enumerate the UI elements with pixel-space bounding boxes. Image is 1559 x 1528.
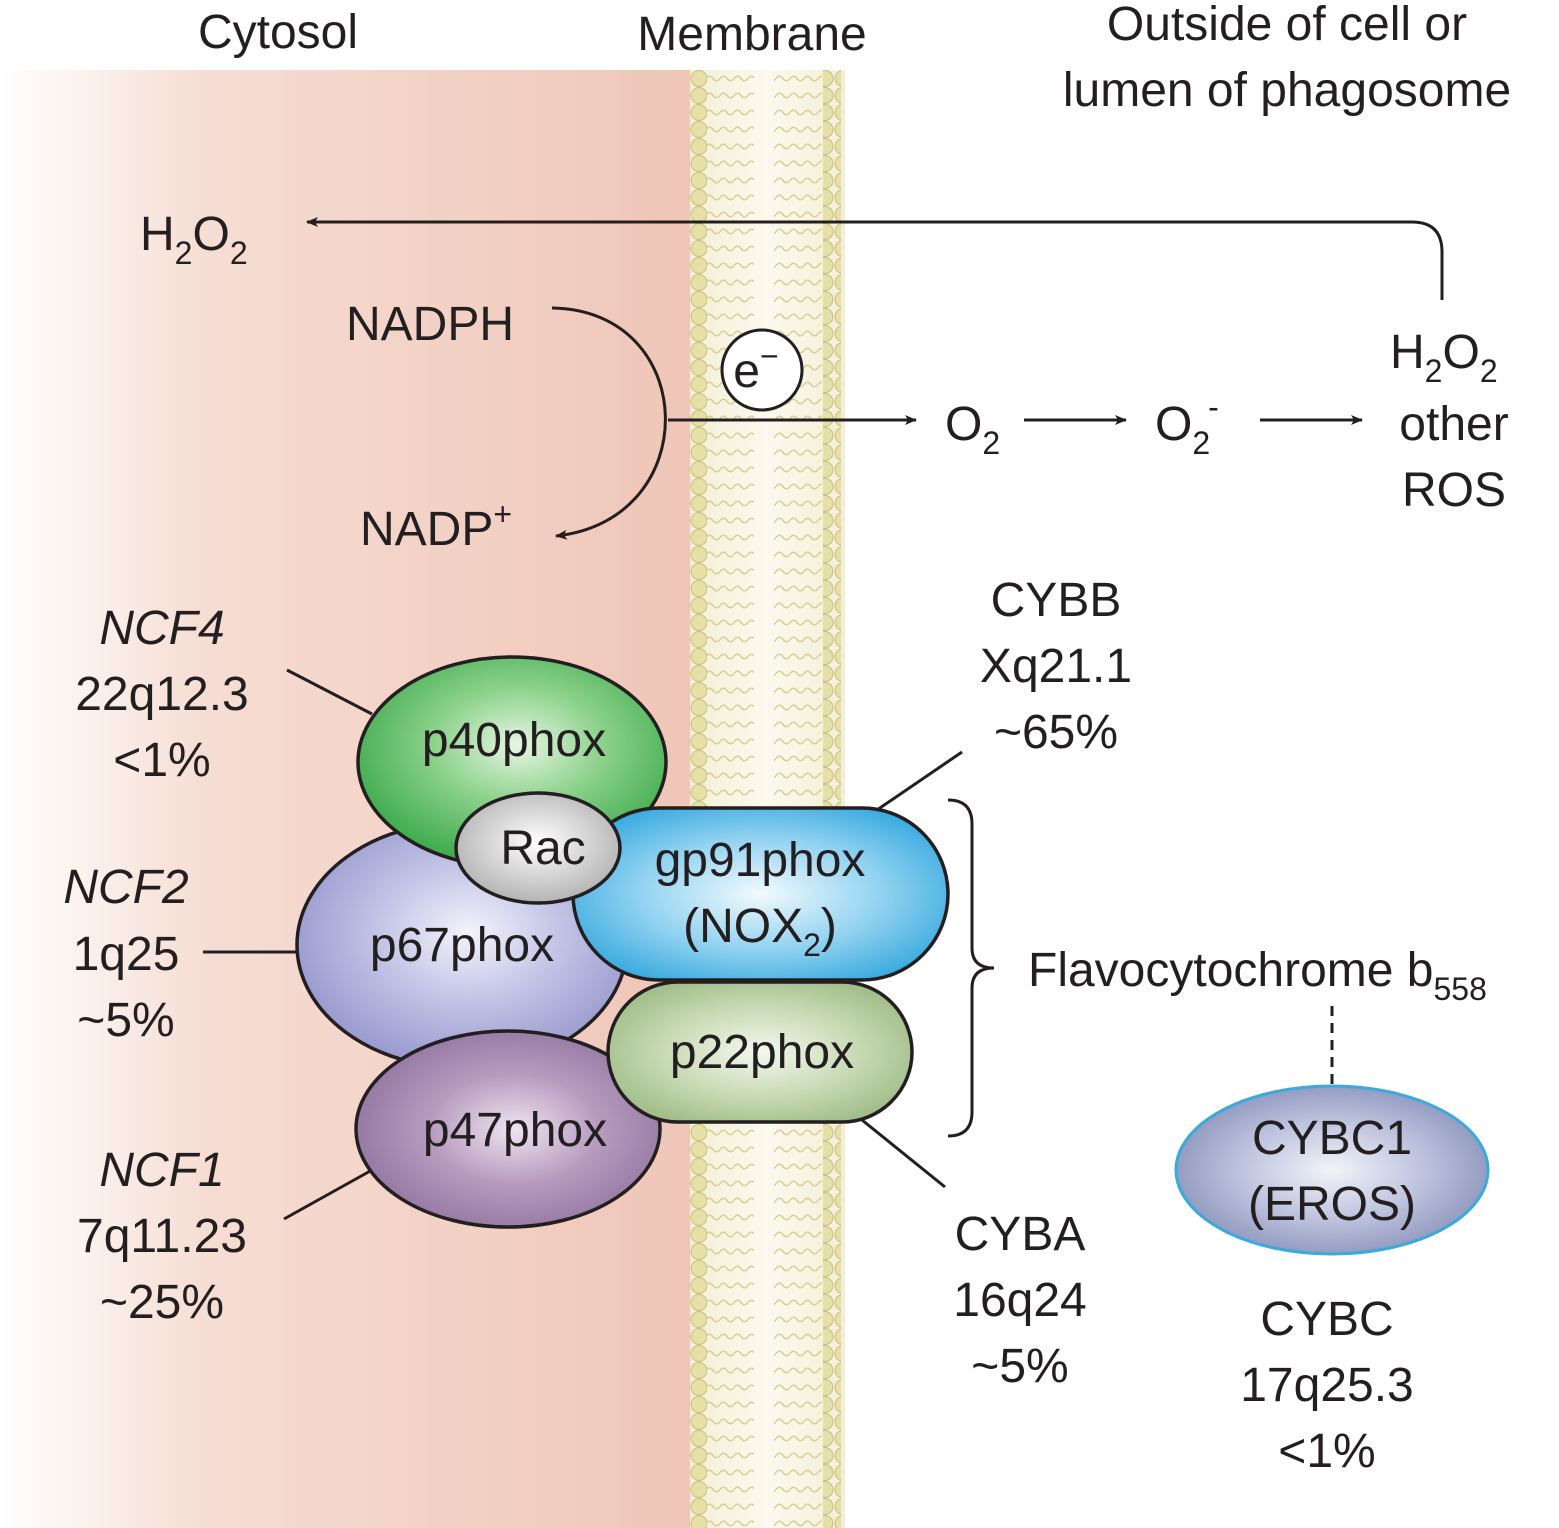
o2-sub: 2	[982, 425, 1000, 461]
ncf1-gene-name: NCF1	[99, 1144, 224, 1197]
rac-shape	[454, 791, 622, 905]
cybb-leader-line	[873, 750, 963, 814]
h2o2-out-o: O	[1442, 326, 1479, 379]
h2o2-h: H	[140, 208, 175, 261]
p22phox-label: p22phox	[670, 1026, 854, 1079]
ncf1-locus: 7q11.23	[77, 1210, 247, 1263]
membrane-label: Membrane	[637, 8, 866, 61]
ros-label: ROS	[1402, 464, 1506, 517]
h2o2-sub2: 2	[230, 235, 248, 271]
cybc1-label-line1: CYBC1	[1252, 1112, 1412, 1165]
p67phox-label: p67phox	[370, 919, 554, 972]
flavocytochrome-bracket	[947, 798, 995, 1138]
cybc-frequency: <1%	[1278, 1425, 1375, 1478]
nox2-sub: 2	[803, 927, 821, 963]
membrane-bilayer	[689, 70, 845, 1528]
outside-label-line1: Outside of cell or	[1107, 0, 1467, 51]
electron-circle	[720, 328, 804, 412]
other-label: other	[1399, 398, 1508, 451]
ncf2-frequency: ~5%	[77, 994, 174, 1047]
outside-label-line2: lumen of phagosome	[1063, 64, 1511, 117]
electron-label: e−	[733, 338, 778, 398]
cybb-locus: Xq21.1	[980, 640, 1132, 693]
p22phox-shape	[606, 980, 914, 1124]
p47phox-shape	[354, 1029, 662, 1229]
h2o2-out-sub1: 2	[1425, 353, 1443, 389]
cyba-gene-name: CYBA	[955, 1208, 1086, 1261]
nadp-sup: +	[493, 496, 512, 532]
p40phox-label: p40phox	[422, 714, 606, 767]
h2o2-sub1: 2	[175, 235, 193, 271]
cybc-gene-name: CYBC	[1260, 1293, 1393, 1346]
ncf1-leader-line	[283, 1168, 373, 1221]
flavocytochrome-sub: 558	[1434, 971, 1487, 1007]
rac-label: Rac	[500, 822, 585, 875]
h2o2-out-sub2: 2	[1480, 353, 1498, 389]
o2-label: O2	[945, 398, 1000, 461]
flavocytochrome-label: Flavocytochrome b558	[1028, 944, 1487, 1007]
cyba-frequency: ~5%	[971, 1340, 1068, 1393]
electron-sup: −	[760, 338, 779, 374]
electron-main: e	[733, 345, 760, 398]
h2o2-o: O	[192, 208, 229, 261]
superoxide-label: O2-	[1155, 389, 1219, 461]
protein-complex	[295, 655, 950, 1229]
cybb-frequency: ~65%	[994, 706, 1118, 759]
nadp-main: NADP	[360, 503, 493, 556]
ncf4-locus: 22q12.3	[75, 668, 249, 721]
cybc-locus: 17q25.3	[1240, 1359, 1414, 1412]
p47phox-label: p47phox	[423, 1104, 607, 1157]
ncf4-gene-name: NCF4	[99, 602, 224, 655]
flavocytochrome-main: Flavocytochrome b	[1028, 944, 1434, 997]
gp91phox-label-line1: gp91phox	[655, 834, 866, 887]
superoxide-main: O	[1155, 398, 1192, 451]
cyba-leader-line	[861, 1118, 946, 1189]
ncf2-gene-name: NCF2	[63, 861, 188, 914]
nadph-curve-arrow	[551, 306, 667, 540]
h2o2-out-h: H	[1390, 326, 1425, 379]
h2o2-outside-label: H2O2	[1390, 326, 1498, 389]
cybc1-label-line2: (EROS)	[1248, 1178, 1416, 1231]
superoxide-sup: -	[1208, 389, 1219, 425]
nox2-close: )	[821, 900, 837, 953]
superoxide-sub: 2	[1192, 425, 1210, 461]
cyba-locus: 16q24	[953, 1274, 1086, 1327]
nox2-open: (NOX	[683, 900, 803, 953]
cytosol-label: Cytosol	[198, 6, 358, 59]
h2o2-cytosol-label: H2O2	[140, 208, 248, 271]
ncf4-frequency: <1%	[113, 734, 210, 787]
h2o2-return-arrow	[306, 217, 1444, 300]
o2-main: O	[945, 398, 982, 451]
ncf1-frequency: ~25%	[100, 1276, 224, 1329]
nadp-label: NADP+	[360, 496, 512, 556]
gp91phox-label-line2: (NOX2)	[683, 900, 837, 963]
cybb-gene-name: CYBB	[991, 574, 1122, 627]
ncf4-leader-line	[286, 668, 373, 716]
nadph-label: NADPH	[346, 298, 514, 351]
ncf2-locus: 1q25	[73, 928, 180, 981]
cybc1-shape	[1174, 1084, 1490, 1256]
